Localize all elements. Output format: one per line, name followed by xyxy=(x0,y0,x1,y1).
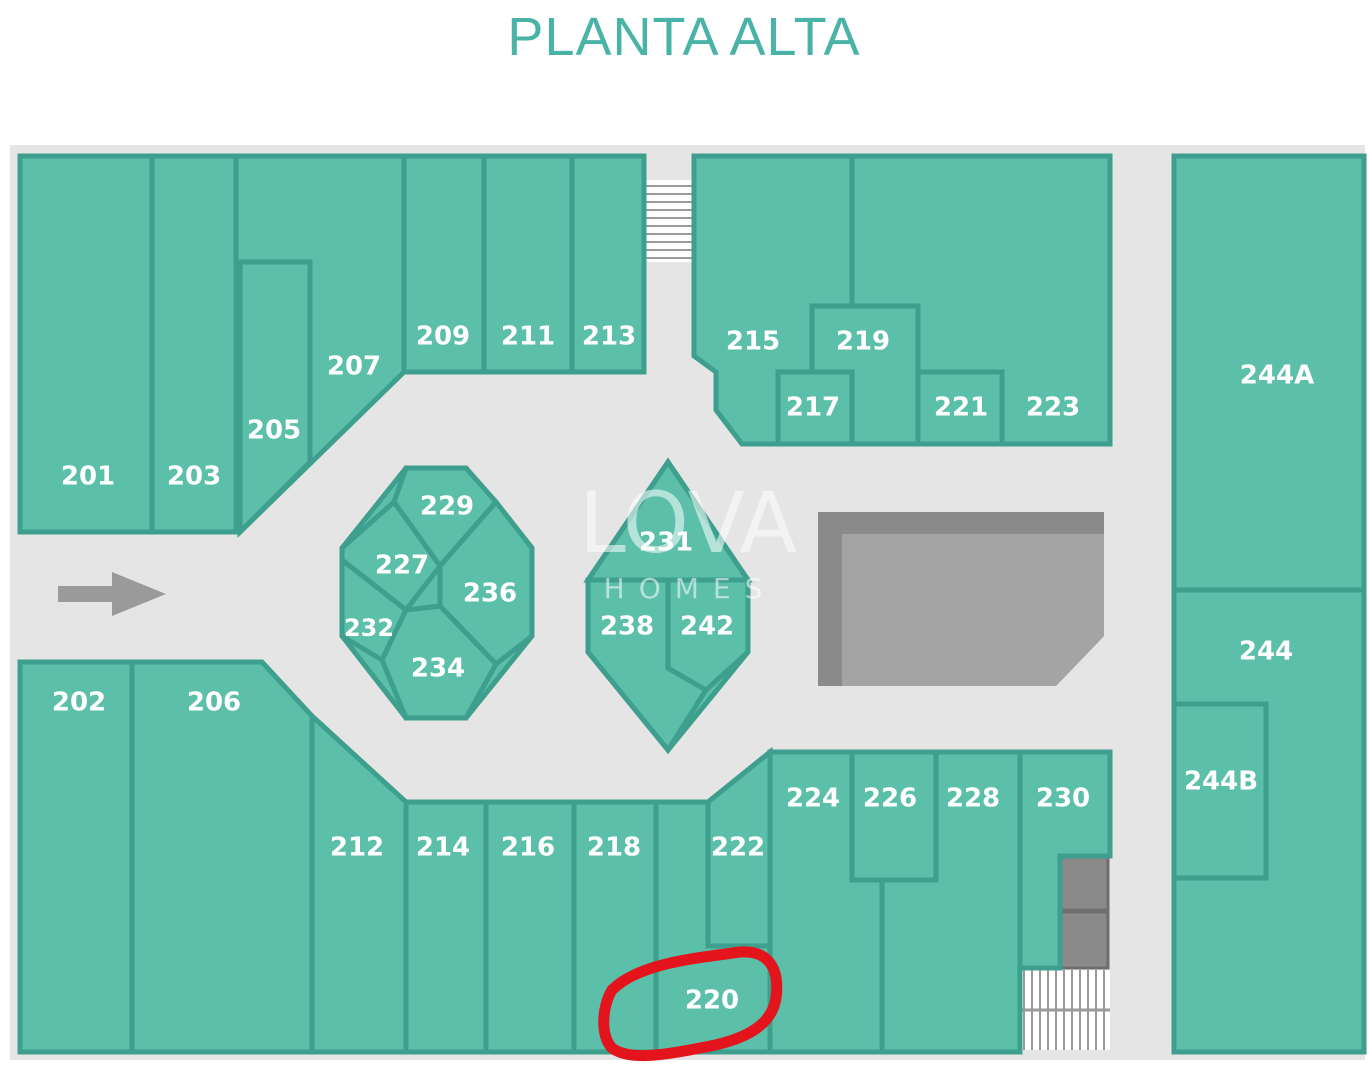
label-218: 218 xyxy=(587,833,641,863)
label-234: 234 xyxy=(411,654,465,684)
label-205: 205 xyxy=(247,416,301,446)
kiosk-hexagon xyxy=(583,457,753,755)
unit-242[interactable] xyxy=(665,577,751,694)
label-230: 230 xyxy=(1036,784,1090,814)
watermark-sub: HOMES xyxy=(604,572,777,605)
elevator-2 xyxy=(1058,910,1110,970)
unit-205[interactable] xyxy=(237,259,313,539)
label-215: 215 xyxy=(726,327,780,357)
label-228: 228 xyxy=(946,784,1000,814)
unit-230[interactable] xyxy=(1017,749,1113,971)
label-213: 213 xyxy=(582,322,636,352)
unit-201[interactable] xyxy=(17,153,155,535)
label-201: 201 xyxy=(61,462,115,492)
unit-221[interactable] xyxy=(915,369,1005,447)
elevator-1 xyxy=(1058,854,1110,912)
label-217: 217 xyxy=(786,393,840,423)
unit-234[interactable] xyxy=(379,603,500,721)
staircase-top xyxy=(646,180,692,262)
unit-labels: 201 203 205 207 209 211 213 215 219 217 … xyxy=(52,322,1314,1016)
label-222: 222 xyxy=(711,833,765,863)
highlight-circle-220 xyxy=(598,946,783,1061)
label-216: 216 xyxy=(501,833,555,863)
unit-206[interactable] xyxy=(129,659,315,1055)
label-207: 207 xyxy=(327,352,381,382)
label-242: 242 xyxy=(680,612,734,642)
watermark-brand: LOVA xyxy=(579,474,797,572)
kiosk-octagon xyxy=(339,465,535,721)
watermark-logo: LOVA HOMES xyxy=(579,474,797,605)
label-231: 231 xyxy=(639,528,693,558)
service-block xyxy=(818,512,1104,686)
unit-244b[interactable] xyxy=(1171,701,1269,881)
label-220: 220 xyxy=(685,986,739,1016)
label-244b: 244B xyxy=(1184,767,1258,797)
unit-202[interactable] xyxy=(17,659,135,1055)
label-202: 202 xyxy=(52,688,106,718)
label-224: 224 xyxy=(786,784,840,814)
unit-213[interactable] xyxy=(569,153,647,375)
unit-217[interactable] xyxy=(775,369,855,447)
label-232: 232 xyxy=(344,614,394,642)
unit-226[interactable] xyxy=(849,749,939,883)
label-238: 238 xyxy=(600,612,654,642)
label-244a: 244A xyxy=(1240,361,1314,391)
unit-216[interactable] xyxy=(483,799,577,1055)
label-211: 211 xyxy=(501,322,555,352)
unit-244a[interactable] xyxy=(1171,153,1367,593)
label-212: 212 xyxy=(330,833,384,863)
label-214: 214 xyxy=(416,833,470,863)
label-226: 226 xyxy=(863,784,917,814)
floor-title: PLANTA ALTA xyxy=(507,7,861,67)
label-229: 229 xyxy=(420,492,474,522)
staircase-bottom xyxy=(1018,970,1110,1050)
label-206: 206 xyxy=(187,688,241,718)
label-203: 203 xyxy=(167,462,221,492)
label-219: 219 xyxy=(836,327,890,357)
label-221: 221 xyxy=(934,393,988,423)
entrance-arrow-icon xyxy=(58,572,166,616)
unit-214[interactable] xyxy=(403,799,489,1055)
label-236: 236 xyxy=(463,579,517,609)
label-227: 227 xyxy=(375,551,429,581)
label-223: 223 xyxy=(1026,393,1080,423)
label-209: 209 xyxy=(416,322,470,352)
label-244: 244 xyxy=(1239,637,1293,667)
